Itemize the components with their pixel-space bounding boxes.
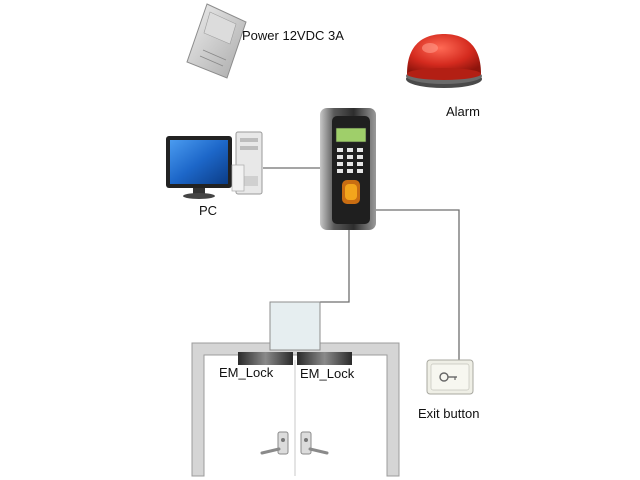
power-supply-icon (186, 3, 247, 79)
wire-terminal-exit (375, 209, 460, 360)
pc-icon (166, 131, 263, 199)
wire-terminal-lock (320, 230, 350, 303)
em-lock-right-icon (297, 352, 352, 365)
em-lock-right-label: EM_Lock (300, 366, 355, 381)
exit-button-icon (426, 359, 474, 395)
fingerprint-terminal-icon (320, 108, 376, 230)
alarm-icon (406, 34, 482, 88)
door-handle-right-icon (300, 431, 329, 455)
wires (263, 167, 460, 360)
alarm-label: Alarm (446, 104, 480, 119)
exit-button-label: Exit button (418, 406, 480, 421)
door-frame (191, 301, 400, 477)
em-lock-left-icon (238, 352, 293, 365)
door-handle-left-icon (260, 431, 289, 455)
pc-label: PC (199, 203, 218, 218)
keypad-icon (337, 148, 363, 173)
em-lock-left-label: EM_Lock (219, 365, 274, 380)
power-label: Power 12VDC 3A (242, 28, 344, 43)
